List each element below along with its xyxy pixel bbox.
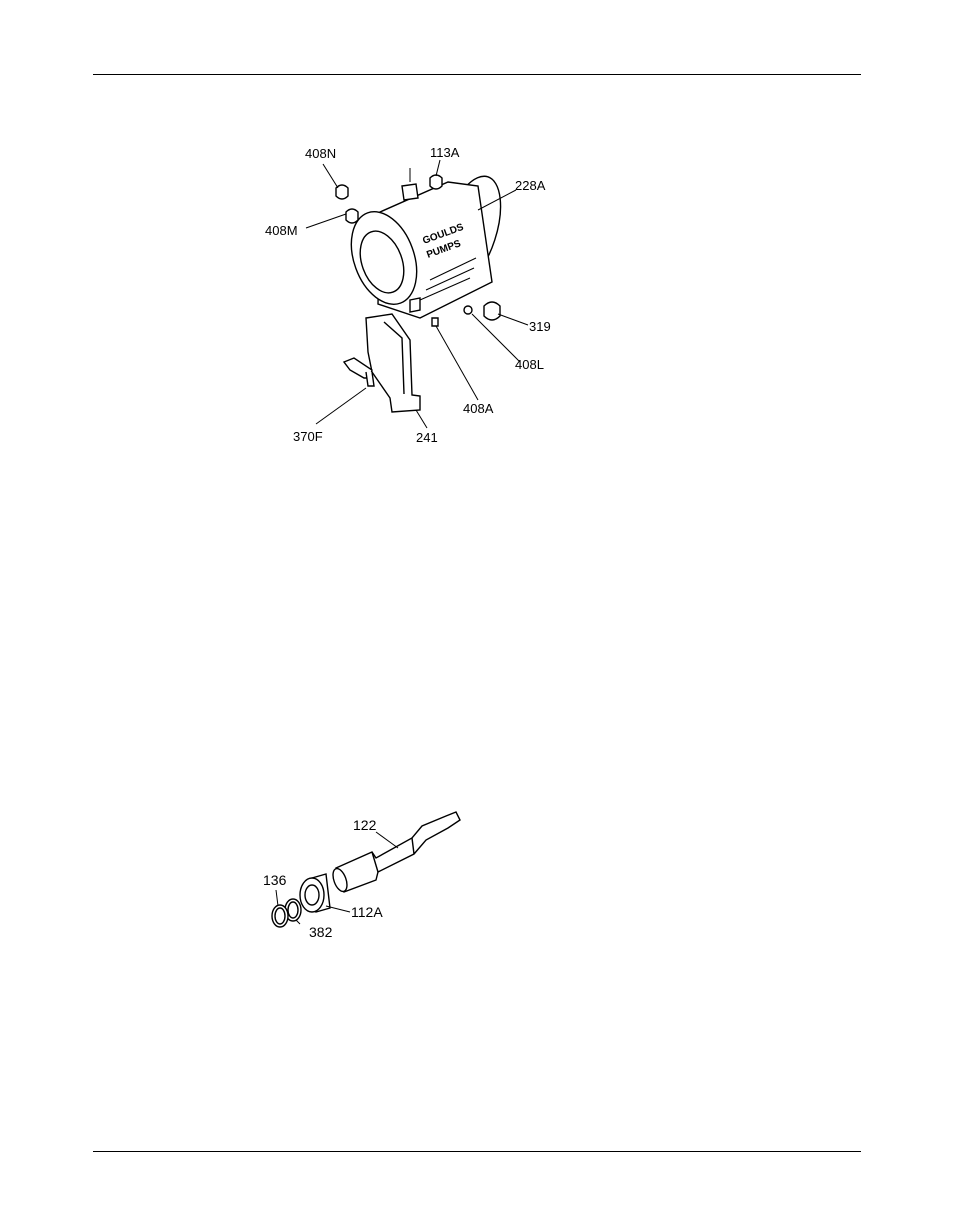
callout-112A: 112A (351, 905, 383, 919)
callout-122: 122 (353, 818, 376, 832)
callout-136: 136 (263, 873, 286, 887)
callout-382: 382 (309, 925, 332, 939)
